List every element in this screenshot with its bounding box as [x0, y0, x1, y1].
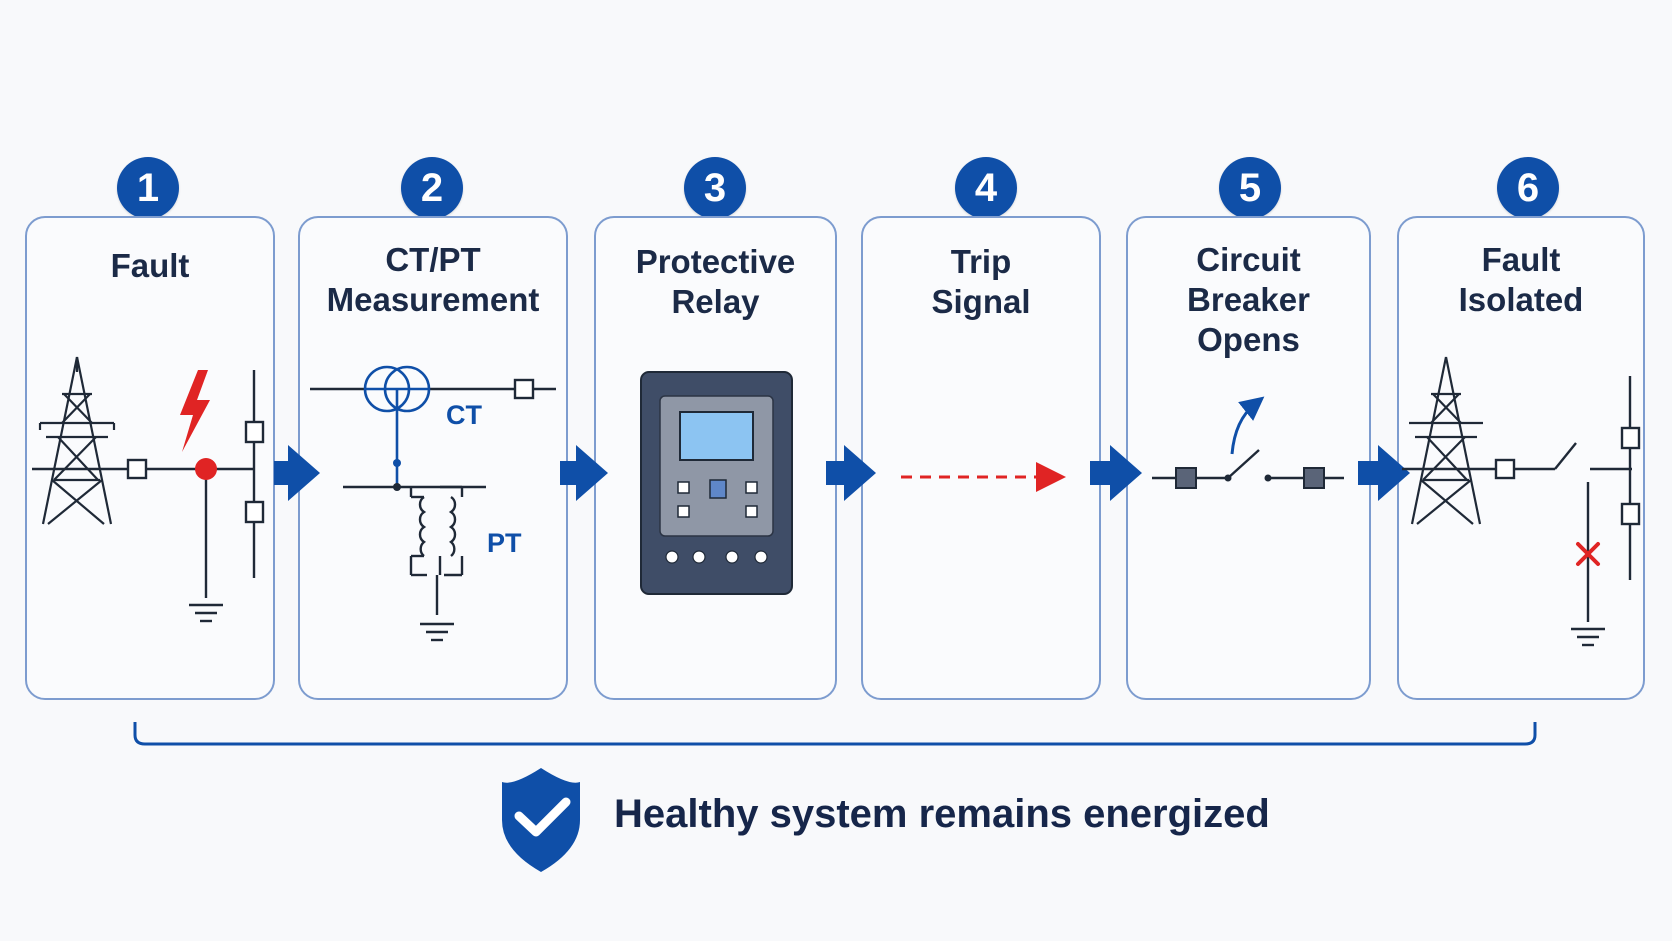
step-3-badge: 3	[684, 157, 746, 219]
summary-bracket	[133, 722, 1537, 746]
step-6-badge: 6	[1497, 157, 1559, 219]
step-6-card: Fault Isolated	[1397, 216, 1645, 700]
step-2-badge: 2	[401, 157, 463, 219]
step-4-card: Trip Signal	[861, 216, 1101, 700]
summary-text: Healthy system remains energized	[614, 792, 1270, 836]
fault-point-icon	[195, 458, 217, 480]
current-transformer-icon	[363, 365, 431, 487]
transmission-tower-icon	[38, 356, 116, 525]
step-1-title: Fault	[110, 247, 190, 284]
ct-label: CT	[446, 400, 482, 430]
step-5-badge: 5	[1219, 157, 1281, 219]
step-2-card: CT/PT Measurement	[298, 216, 568, 700]
step-1-badge: 1	[117, 157, 179, 219]
protective-relay-icon	[640, 371, 793, 595]
step-1-card: Fault	[25, 216, 275, 700]
flow-arrow-3	[826, 445, 876, 501]
lightning-bolt-icon	[180, 370, 210, 452]
shield-check-icon	[502, 768, 580, 872]
step-5-title: Circuit Breaker Opens	[1187, 241, 1310, 358]
ct-pt-circuit	[310, 378, 556, 642]
flow-arrow-2	[560, 445, 608, 501]
step-4-badge: 4	[955, 157, 1017, 219]
opening-arrow-icon	[1230, 396, 1265, 455]
step-6-title: Fault Isolated	[1458, 241, 1584, 318]
step-5-card: Circuit Breaker Opens	[1126, 216, 1371, 700]
step-2-title: CT/PT Measurement	[326, 241, 540, 318]
flow-arrow-1	[274, 445, 320, 501]
step-3-title: Protective Relay	[635, 243, 796, 320]
flow-arrow-4	[1090, 445, 1142, 501]
circuit-breaker-icon	[1152, 449, 1344, 489]
pt-label: PT	[487, 528, 522, 558]
isolated-tower-icon	[1409, 356, 1483, 525]
pt-node-icon	[393, 483, 401, 491]
potential-transformer-icon	[411, 495, 457, 558]
flow-arrow-5	[1358, 445, 1410, 501]
step-4-title: Trip Signal	[931, 243, 1031, 320]
isolated-fault-x-icon	[1576, 542, 1600, 566]
ct-node-icon	[393, 459, 401, 467]
